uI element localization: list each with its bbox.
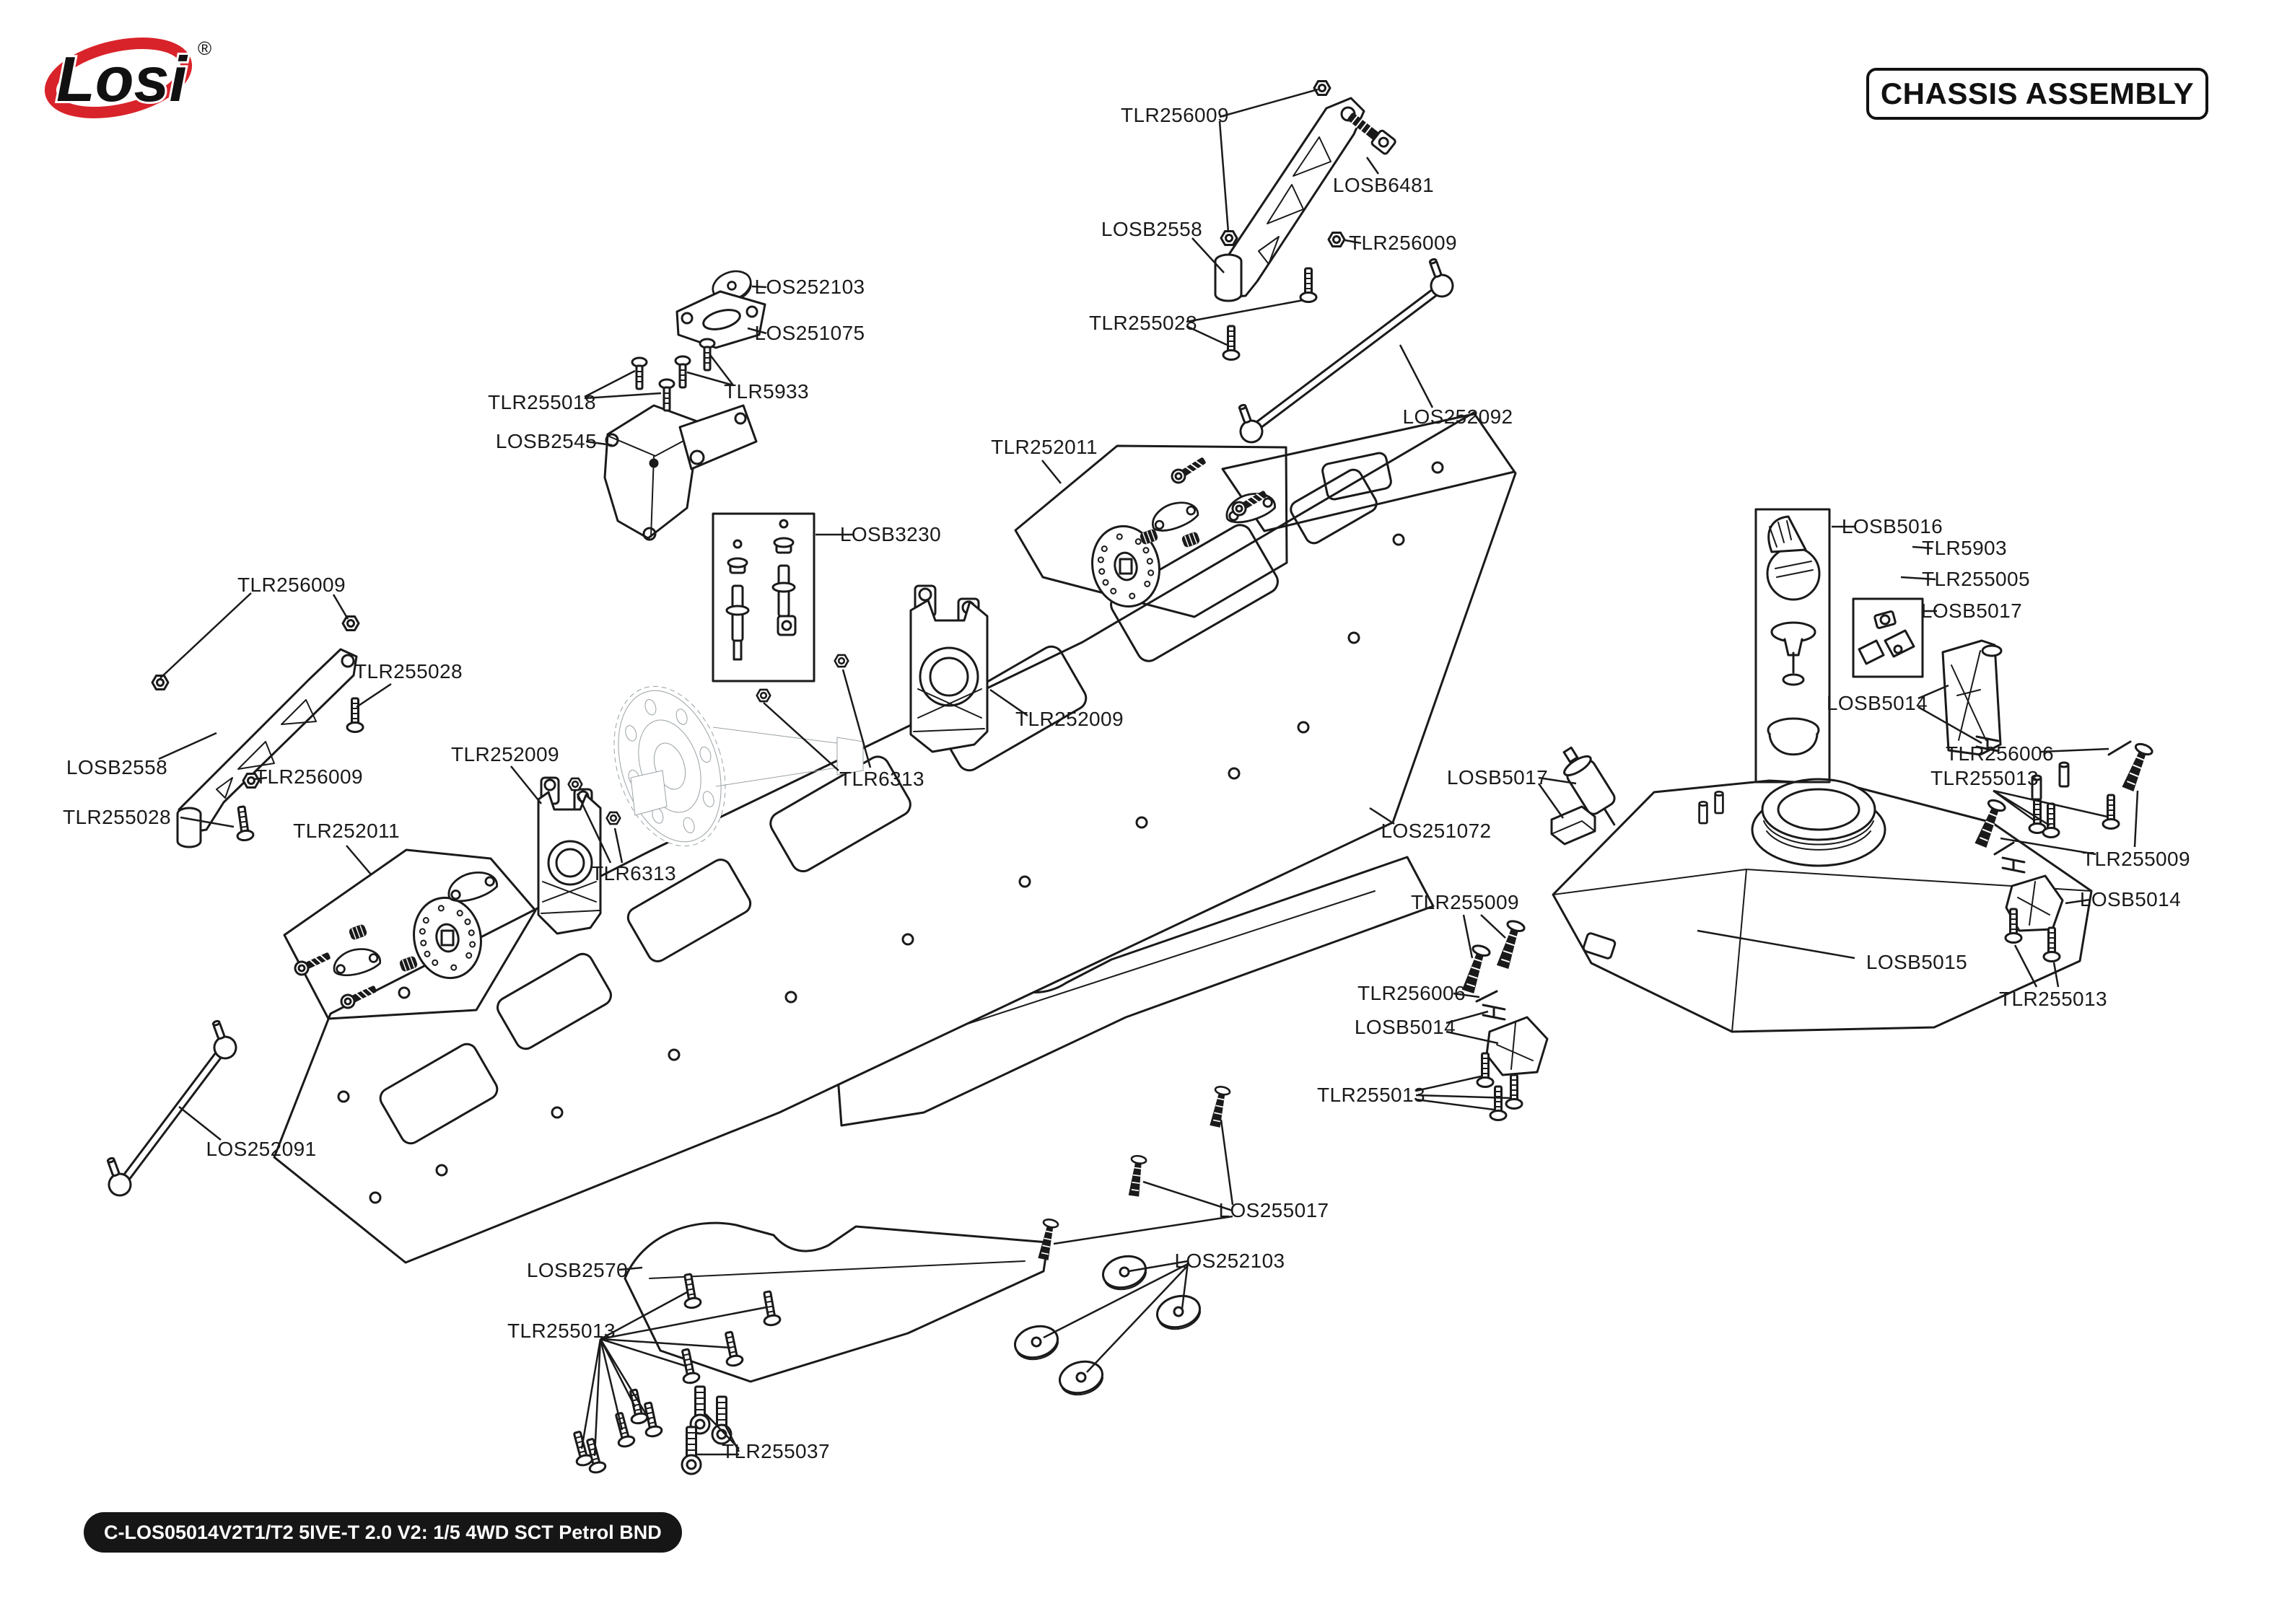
center-diff-gear-drawing (613, 685, 864, 847)
part-label: TLR252011 (991, 436, 1098, 458)
tank-mount-bracket-right-upper-drawing (1941, 639, 2003, 756)
bearing-block-right-drawing (909, 584, 989, 753)
tank-left-hardware-drawing (1459, 918, 1527, 1121)
part-label: TLR252009 (1015, 708, 1124, 730)
losi-logo: Losi ® (38, 25, 218, 126)
part-label: LOSB5015 (1866, 951, 1968, 973)
needle-clip-box-drawing (1852, 597, 1924, 678)
part-label: TLR256009 (1121, 104, 1229, 126)
fuel-cap-box-drawing (1754, 508, 1831, 784)
leader-lines (158, 88, 2139, 1457)
part-label: LOSB3230 (839, 523, 942, 545)
part-label: LOSB5014 (1354, 1016, 1456, 1038)
part-label: LOSB6481 (1332, 174, 1435, 196)
losb3230-box-drawing (712, 512, 815, 682)
part-label: LOSB2558 (1101, 218, 1203, 240)
part-label: TLR255013 (1317, 1084, 1425, 1106)
part-label: TLR255009 (1411, 891, 1519, 913)
part-label: TLR256009 (255, 765, 363, 788)
losi-logo-wordmark: Losi (56, 43, 188, 115)
part-label: TLR255005 (1922, 568, 2030, 590)
engine-mount-drawing (603, 265, 766, 541)
part-label: TLR6313 (839, 768, 924, 790)
part-label: TLR6313 (591, 862, 676, 885)
driveshaft-bottom-drawing (99, 1017, 240, 1200)
losi-logo-swoosh (44, 37, 193, 119)
chassis-brace-top-right-drawing (1214, 97, 1365, 302)
tank-mount-bracket-left-drawing (1482, 1004, 1549, 1076)
part-label: TLR255028 (354, 660, 463, 682)
part-label: LOS252103 (1174, 1250, 1285, 1272)
fuel-tank-drawing (1552, 761, 2093, 1033)
brake-kit-box-left-drawing (283, 848, 537, 1020)
part-label: TLR255009 (2082, 848, 2190, 870)
driveshaft-top-drawing (1230, 255, 1457, 447)
part-label: TLR5933 (724, 380, 809, 403)
registered-trademark-icon: ® (198, 38, 211, 59)
part-label: LOS251072 (1381, 820, 1492, 842)
part-label: LOS252091 (206, 1138, 317, 1160)
part-label: LOSB2558 (66, 756, 168, 778)
part-label: TLR255028 (63, 806, 171, 828)
part-label: TLR255013 (507, 1320, 616, 1342)
top-right-hardware-drawing (1220, 80, 1396, 361)
part-label: TLR255028 (1089, 312, 1197, 334)
page-title-box: CHASSIS ASSEMBLY (1866, 68, 2208, 120)
part-label: TLR255013 (1930, 767, 2039, 789)
part-label: TLR255037 (722, 1440, 830, 1462)
bearing-block-left-drawing (537, 776, 602, 935)
part-label: LOSB2545 (495, 430, 598, 452)
footer-part-code: C-LOS05014V2T1/T2 5IVE-T 2.0 V2: 1/5 4WD… (84, 1512, 682, 1553)
part-label: LOSB5017 (1920, 600, 2023, 622)
footer-part-code-text: C-LOS05014V2T1/T2 5IVE-T 2.0 V2: 1/5 4WD… (104, 1521, 662, 1543)
fuel-filter-drawing (1550, 746, 1616, 846)
part-label: LOSB5014 (1826, 692, 1928, 714)
part-label: LOS252103 (754, 276, 865, 298)
chassis-brace-left-drawing (176, 648, 358, 848)
chassis-plate-drawing (273, 411, 1517, 1264)
part-label: TLR256009 (1349, 232, 1457, 254)
part-label: LOSB5014 (2079, 888, 2182, 910)
part-label: TLR255018 (488, 391, 596, 413)
part-label: LOS255017 (1218, 1199, 1329, 1221)
part-label: TLR252011 (293, 820, 400, 842)
part-label: LOS251075 (754, 322, 865, 344)
part-label: TLR256009 (237, 574, 346, 596)
part-label: TLR256006 (1357, 982, 1466, 1004)
brake-kit-box-upper-drawing (1014, 444, 1288, 618)
part-label: LOS252092 (1402, 405, 1513, 428)
part-label: TLR255013 (1999, 988, 2107, 1010)
part-label: LOSB5017 (1446, 766, 1549, 789)
part-label: LOSB2570 (526, 1259, 629, 1281)
page-title: CHASSIS ASSEMBLY (1880, 76, 2195, 110)
part-label: TLR252009 (451, 743, 559, 765)
part-label: TLR5903 (1922, 537, 2007, 559)
right-hardware-drawing (1971, 740, 2155, 962)
part-label: LOSB5016 (1841, 515, 1943, 537)
part-label: TLR256006 (1946, 742, 2054, 765)
